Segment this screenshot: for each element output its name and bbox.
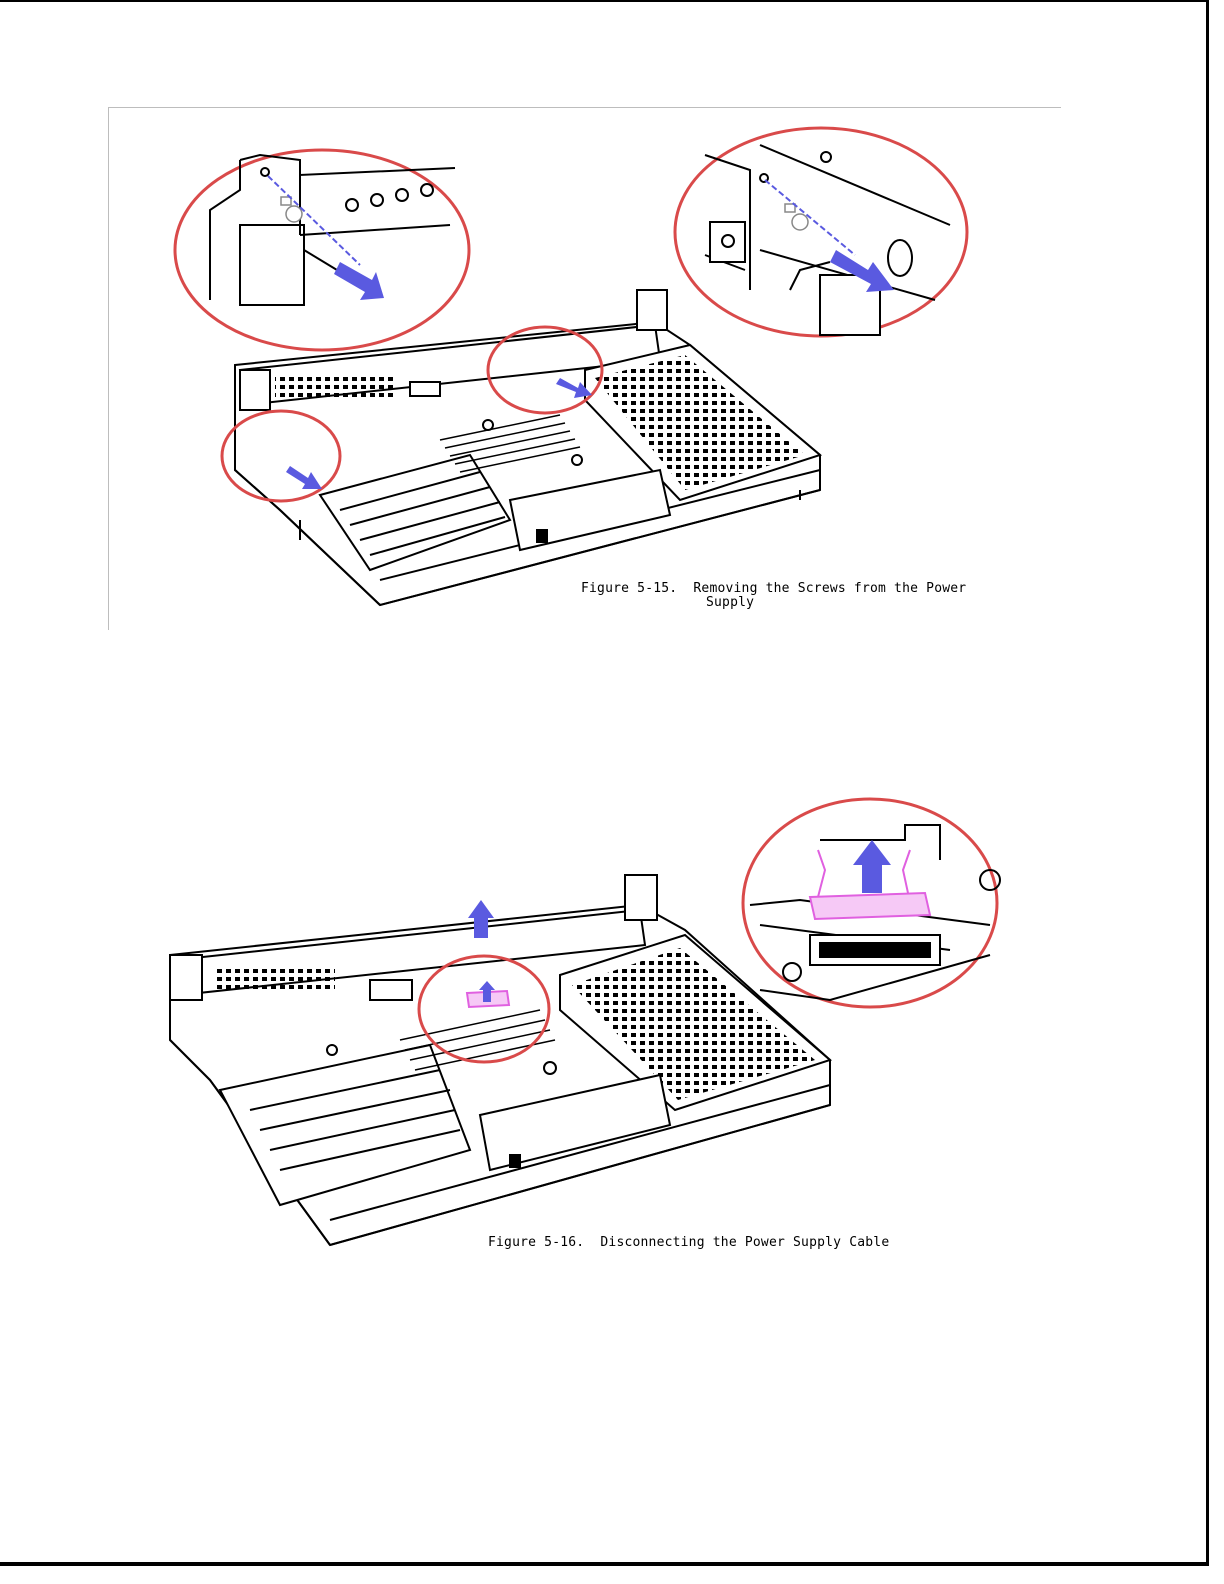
figure-5-15-title-line2: Supply [581, 596, 966, 610]
arrow-up-detail [853, 840, 891, 893]
figure-5-15-illustration [235, 290, 820, 605]
figure-5-16-caption: Figure 5-16. Disconnecting the Power Sup… [488, 1236, 889, 1250]
figure-5-16-title: Disconnecting the Power Supply Cable [600, 1235, 889, 1250]
figure-5-15-number: Figure 5-15. [581, 581, 677, 596]
callout-detail-left [210, 155, 455, 305]
callout-detail-right [705, 145, 950, 335]
figure-5-15-title-line1: Removing the Screws from the Power [693, 581, 966, 596]
arrow-screw-left [334, 262, 384, 300]
figure-5-16-number: Figure 5-16. [488, 1235, 584, 1250]
figure-5-15-caption: Figure 5-15. Removing the Screws from th… [581, 582, 966, 610]
